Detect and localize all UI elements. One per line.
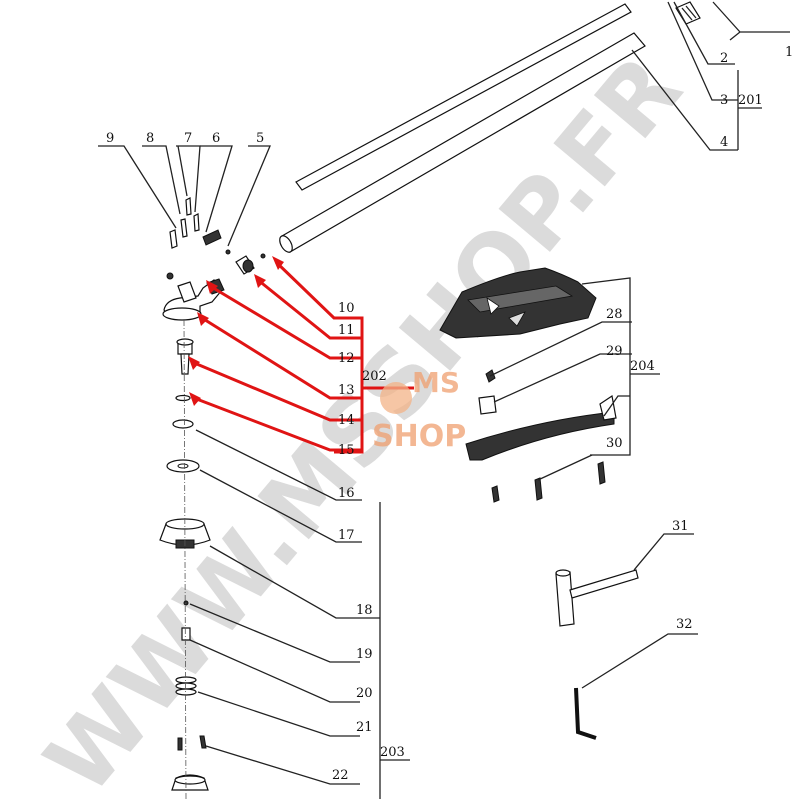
part-number: 13 [338,383,355,398]
part-number: 3 [720,93,728,108]
part-number: 201 [738,93,763,108]
part-number: 204 [630,359,655,374]
tool-31-box-wrench [555,569,639,627]
part-number: 12 [338,351,355,366]
part-number: 7 [184,131,192,146]
part-number: 6 [212,131,220,146]
part-number: 28 [606,307,623,322]
part-number: 15 [338,443,355,458]
msshop-logo: MS SHOP [372,366,466,454]
part-number: 1 [785,45,793,60]
part-number: 11 [338,323,355,338]
gearbox-parts [159,197,266,799]
part-number: 16 [338,486,355,501]
part-number: 30 [606,436,623,451]
part-number: 4 [720,135,728,150]
part-number: 5 [256,131,264,146]
logo-ms: MS [412,366,460,399]
part-number: 29 [606,344,623,359]
part-number: 10 [338,301,355,316]
part-number: 202 [362,369,387,384]
part-number: 17 [338,528,355,543]
part-number: 20 [356,686,373,701]
part-number: 21 [356,720,373,735]
part-number-labels: 1 2 3 4 5 6 7 8 9 10 11 12 13 14 15 16 1… [106,45,793,783]
tool-32-hex-key [574,687,597,740]
part-number: 14 [338,413,355,428]
part-number: 22 [332,768,349,783]
leader-lines [98,1,790,799]
logo-shop: SHOP [372,419,466,454]
part-number: 19 [356,647,373,662]
part-number: 2 [720,51,728,66]
drive-shaft [279,3,646,253]
part-number: 9 [106,131,114,146]
part-number: 203 [380,745,405,760]
part-number: 31 [672,519,689,534]
guard-assembly [439,267,617,503]
part-number: 8 [146,131,154,146]
part-number: 32 [676,617,693,632]
part-number: 18 [356,603,373,618]
